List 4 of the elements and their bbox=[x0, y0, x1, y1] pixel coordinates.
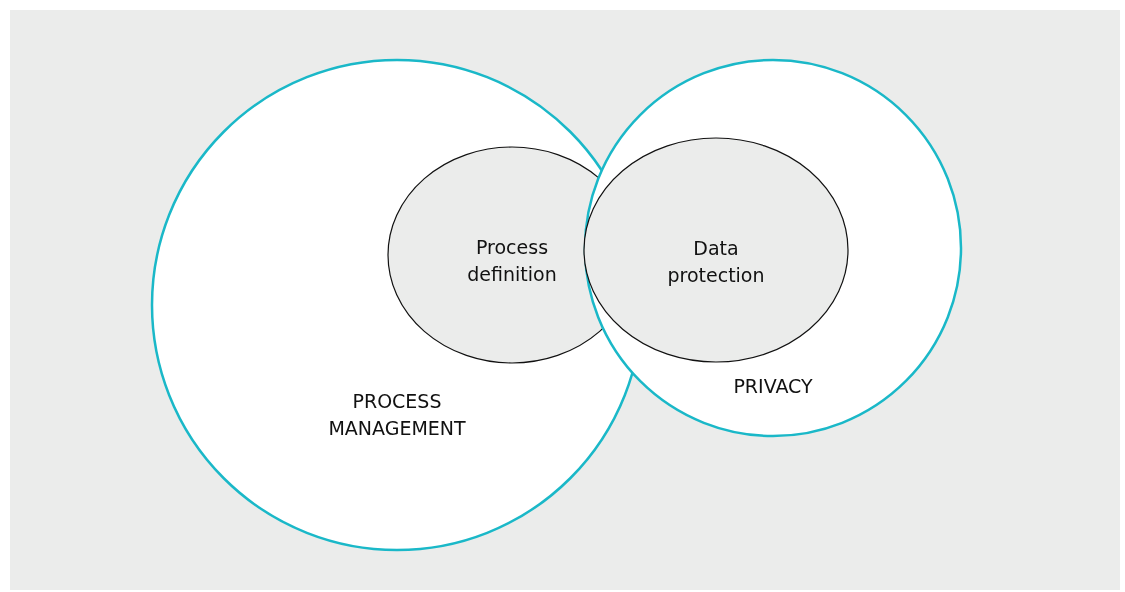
ellipse-label: Process definition bbox=[466, 235, 558, 287]
ellipse-label: Data protection bbox=[666, 236, 766, 288]
circle-label: PROCESS MANAGEMENT bbox=[327, 389, 467, 441]
circle-label: PRIVACY bbox=[732, 373, 814, 399]
